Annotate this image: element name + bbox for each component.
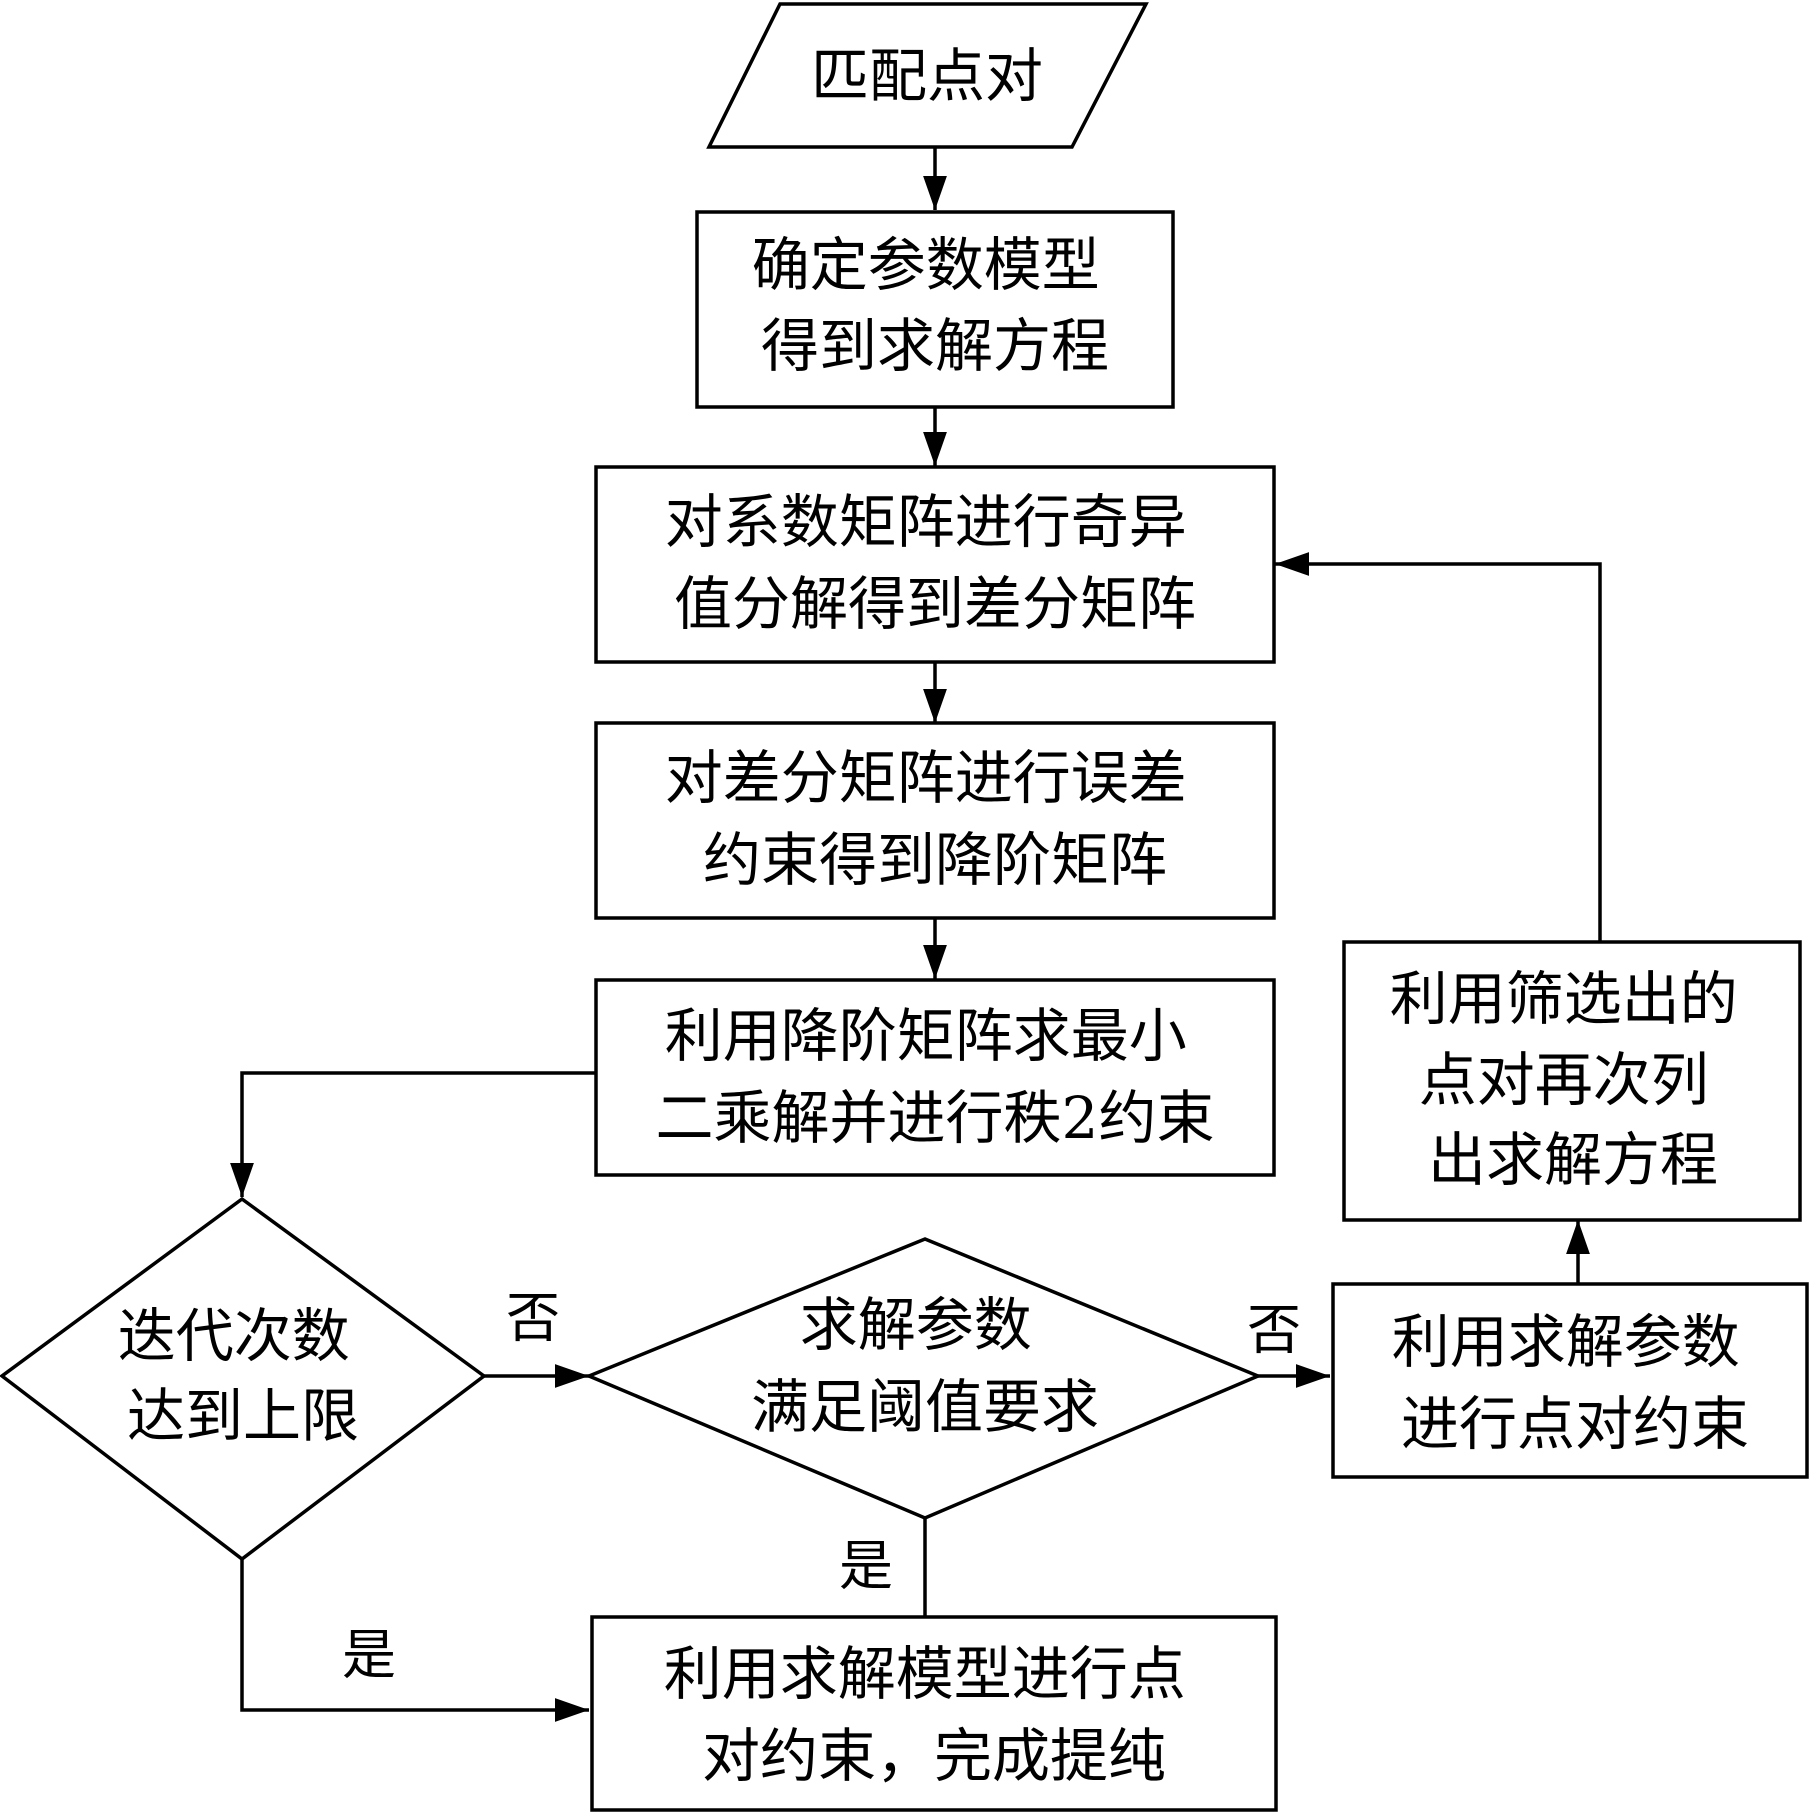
resolve-line-1: 利用筛选出的 [1390,965,1738,1033]
svg-text:确定参数模型 得到求解方程: 确定参数模型 得到求解方程 [752,231,1118,380]
iter-check-diamond [0,1196,487,1562]
node-lsq: 利用降阶矩阵求最小 二乘解并进行秩2约束 [594,978,1276,1177]
constrain-box [1331,1282,1809,1479]
resolve-box [1342,940,1802,1222]
label-iter-yes: 是 [342,1624,396,1687]
node-constrain: 利用求解参数 进行点对约束 [1331,1282,1809,1479]
svd-line-1: 对系数矩阵进行奇异 [665,488,1187,556]
model-line-1: 确定参数模型 [752,231,1100,299]
node-reduce: 对差分矩阵进行误差 约束得到降阶矩阵 [594,721,1276,920]
svg-text:对系数矩阵进行奇异 值分解得到差分矩阵: 对系数矩阵进行奇异 值分解得到差分矩阵 [665,488,1205,638]
iter-check-line-2: 达到上限 [127,1382,359,1450]
reduce-line-2: 约束得到降阶矩阵 [703,826,1167,894]
edge-lsq-to-iter-check [230,1071,596,1197]
constrain-line-2: 进行点对约束 [1401,1390,1749,1458]
node-svd: 对系数矩阵进行奇异 值分解得到差分矩阵 [594,465,1276,664]
input-line-1: 匹配点对 [811,42,1043,110]
iter-check-line-1: 迭代次数 [118,1302,350,1370]
thresh-check-line-2: 满足阈值要求 [751,1373,1099,1441]
lsq-line-2: 二乘解并进行秩2约束 [656,1084,1215,1152]
svg-text:匹配点对: 匹配点对 [811,42,1043,110]
resolve-line-3: 出求解方程 [1428,1126,1718,1194]
final-line-2: 对约束，完成提纯 [702,1722,1166,1790]
edge-iter-yes-to-final [240,1559,589,1722]
final-box [590,1615,1278,1812]
svd-box [594,465,1276,664]
reduce-line-1: 对差分矩阵进行误差 [665,744,1187,812]
label-thresh-yes: 是 [839,1535,893,1598]
svg-text:利用筛选出的 点对再次列 出求解方程: 利用筛选出的 点对再次列 出求解方程 [1390,965,1756,1194]
connectors [230,147,1602,1722]
input-parallelogram [706,2,1149,149]
node-final: 利用求解模型进行点 对约束，完成提纯 [590,1615,1278,1812]
thresh-check-diamond [584,1237,1263,1520]
svg-text:对差分矩阵进行误差 约束得到降阶矩阵: 对差分矩阵进行误差 约束得到降阶矩阵 [665,744,1205,894]
svd-line-2: 值分解得到差分矩阵 [674,570,1196,638]
node-input: 匹配点对 [706,2,1149,149]
edge-labels: 否 否 是 是 [342,1287,1301,1687]
constrain-line-1: 利用求解参数 [1392,1308,1740,1376]
lsq-box [594,978,1276,1177]
svg-text:求解参数 满足阈值要求: 求解参数 满足阈值要求 [751,1291,1099,1441]
label-thresh-no: 否 [1247,1299,1301,1362]
final-line-1: 利用求解模型进行点 [664,1640,1186,1708]
svg-text:利用求解参数 进行点对约束: 利用求解参数 进行点对约束 [1392,1308,1758,1458]
model-line-2: 得到求解方程 [761,312,1109,380]
model-box [695,210,1175,409]
svg-text:利用求解模型进行点 对约束，完成提纯: 利用求解模型进行点 对约束，完成提纯 [664,1640,1204,1790]
edge-resolve-to-svd [1275,552,1602,941]
label-iter-no: 否 [506,1287,560,1350]
node-iter-check: 迭代次数 达到上限 [0,1196,487,1562]
node-thresh-check: 求解参数 满足阈值要求 [584,1237,1263,1520]
thresh-check-line-1: 求解参数 [800,1291,1032,1359]
lsq-line-1: 利用降阶矩阵求最小 [665,1002,1187,1070]
svg-text:迭代次数 达到上限: 迭代次数 达到上限 [118,1302,368,1450]
node-resolve: 利用筛选出的 点对再次列 出求解方程 [1342,940,1802,1222]
node-model: 确定参数模型 得到求解方程 [695,210,1175,409]
reduce-box [594,721,1276,920]
resolve-line-2: 点对再次列 [1419,1046,1709,1114]
svg-text:利用降阶矩阵求最小 二乘解并进行秩2约束: 利用降阶矩阵求最小 二乘解并进行秩2约束 [656,1002,1215,1152]
